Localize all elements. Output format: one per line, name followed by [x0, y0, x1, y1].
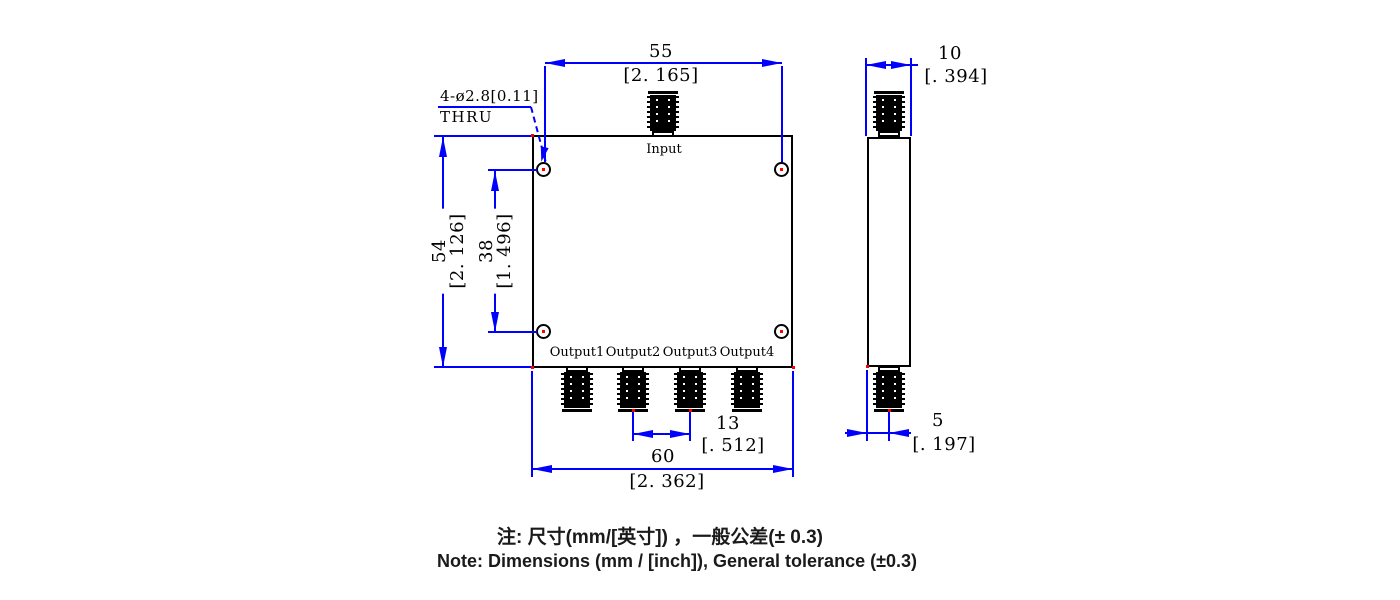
dim-arrow-up-icon: [439, 137, 447, 157]
dim-54-extension-bottom: [434, 366, 531, 368]
side-top-sma-connector: [873, 91, 905, 137]
dim-5-inch: [. 197]: [912, 434, 976, 455]
dim-5-line: [845, 432, 911, 434]
connector-flange: [878, 131, 900, 137]
dim-arrow-left-icon: [866, 61, 886, 69]
front-view-outline: [532, 135, 793, 368]
dim-55-extension-right: [781, 66, 783, 162]
connector-thread-body: [674, 372, 706, 408]
connector-cap: [874, 91, 904, 94]
dim-13-line: [633, 433, 690, 435]
mounting-hole-top-right: [774, 162, 789, 177]
dim-5-mm: 5: [932, 410, 944, 431]
center-mark-icon: [780, 168, 783, 171]
dim-38-extension-bottom: [488, 331, 537, 333]
dim-arrow-right-icon: [847, 429, 867, 437]
dim-5-extension-left: [866, 370, 868, 441]
hole-callout-line2: THRU: [440, 108, 494, 126]
mounting-hole-bottom-left: [536, 324, 551, 339]
center-mark-icon: [888, 409, 891, 412]
dim-60-line: [532, 468, 793, 470]
dim-arrow-right-icon: [891, 61, 911, 69]
dim-10-mm: 10: [938, 43, 962, 64]
center-mark-icon: [531, 134, 534, 137]
connector-thread-body: [617, 372, 649, 408]
note-chinese: 注: 尺寸(mm/[英寸]) ，一般公差(± 0.3): [496, 527, 824, 548]
dim-arrow-left-icon: [532, 465, 552, 473]
dim-38-label: 38 [1. 496]: [476, 208, 515, 294]
dim-13-extension-left: [632, 412, 634, 441]
output2-sma-connector: [617, 366, 649, 412]
dim-54-label: 54 [2. 126]: [429, 208, 468, 294]
input-port-label: Input: [646, 142, 682, 157]
connector-thread-body: [561, 372, 593, 408]
output3-port-label: Output3: [662, 345, 718, 360]
center-mark-icon: [780, 330, 783, 333]
center-mark-icon: [689, 409, 692, 412]
dim-arrow-left-icon: [889, 429, 909, 437]
output4-port-label: Output4: [719, 345, 775, 360]
dim-55-inch: [2. 165]: [623, 65, 699, 86]
output2-port-label: Output2: [605, 345, 661, 360]
dim-arrow-left-icon: [633, 430, 653, 438]
dim-13-inch: [. 512]: [701, 435, 765, 456]
dim-10-extension-left: [865, 58, 867, 136]
dim-60-extension-right: [792, 371, 794, 477]
dim-arrow-up-icon: [491, 171, 499, 191]
dim-arrow-right-icon: [773, 465, 793, 473]
dim-60-inch: [2. 362]: [629, 471, 705, 492]
hole-callout-line1: 4-ø2.8[0.11]: [440, 87, 539, 105]
side-view-outline: [867, 137, 911, 367]
output1-sma-connector: [561, 366, 593, 412]
dim-13-mm: 13: [716, 413, 740, 434]
center-mark-icon: [792, 366, 795, 369]
dim-60-extension-left: [531, 371, 533, 477]
center-mark-icon: [531, 366, 534, 369]
dim-60-mm: 60: [651, 446, 675, 467]
dim-arrow-down-icon: [439, 347, 447, 367]
dim-arrow-left-icon: [545, 59, 565, 67]
connector-thread-body: [731, 372, 763, 408]
dim-arrow-down-icon: [491, 312, 499, 332]
dim-38-inch: [1. 496]: [494, 213, 515, 289]
dim-38-extension-top: [488, 169, 537, 171]
input-sma-connector: [647, 91, 679, 137]
connector-flange: [878, 366, 900, 372]
dim-55-extension-left: [544, 66, 546, 162]
connector-cap: [648, 91, 678, 94]
dim-5-extension-right: [888, 411, 890, 441]
dim-55-mm: 55: [649, 41, 673, 62]
connector-thread-body: [647, 95, 679, 131]
dim-arrow-right-icon: [670, 430, 690, 438]
note-english: Note: Dimensions (mm / [inch]), General …: [437, 551, 917, 571]
center-mark-icon: [632, 409, 635, 412]
mounting-hole-top-left: [536, 162, 551, 177]
dim-13-extension-right: [689, 412, 691, 441]
side-bottom-sma-connector: [873, 366, 905, 412]
connector-thread-body: [873, 95, 905, 131]
connector-thread-body: [873, 372, 905, 408]
mounting-hole-bottom-right: [774, 324, 789, 339]
dim-10-extension-right: [910, 58, 912, 136]
dim-55-line: [545, 62, 782, 64]
dim-54-extension-top: [434, 135, 531, 137]
output4-sma-connector: [731, 366, 763, 412]
dim-arrow-right-icon: [762, 59, 782, 67]
center-mark-icon: [866, 365, 869, 368]
center-mark-icon: [542, 330, 545, 333]
dim-54-inch: [2. 126]: [447, 213, 468, 289]
connector-cap: [732, 409, 762, 412]
connector-cap: [562, 409, 592, 412]
output1-port-label: Output1: [549, 345, 605, 360]
dim-10-inch: [. 394]: [924, 66, 988, 87]
output3-sma-connector: [674, 366, 706, 412]
callout-underline: [438, 106, 531, 108]
center-mark-icon: [542, 168, 545, 171]
